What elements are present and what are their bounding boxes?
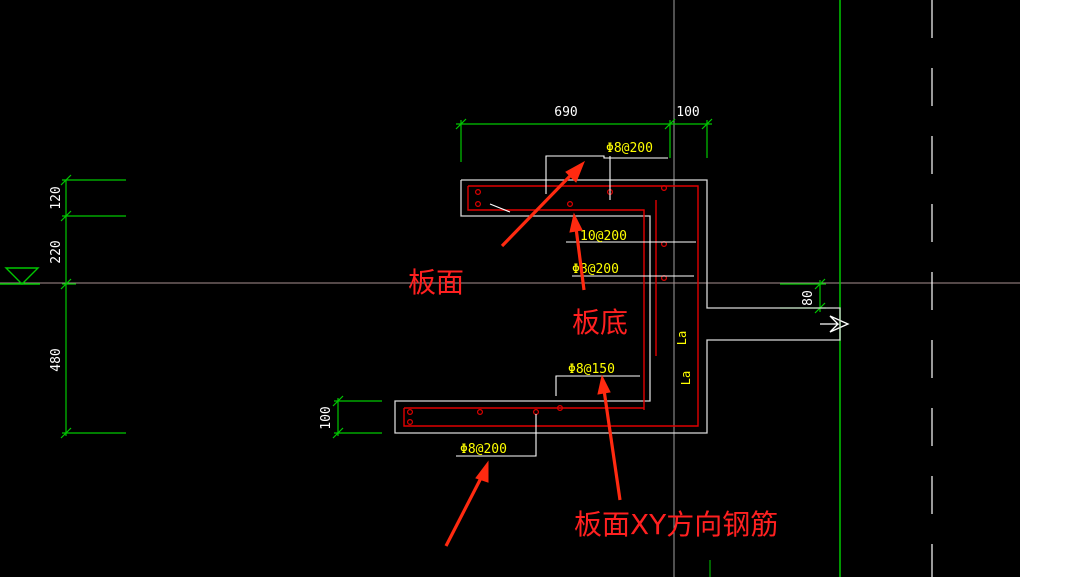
drawing-canvas — [0, 0, 1020, 577]
arrow-xy-rebar — [602, 389, 622, 501]
top-dimension-chain — [455, 118, 713, 162]
dim-right-gap: 80 — [801, 290, 816, 306]
annotation-arrows — [444, 160, 622, 547]
bottom-slab-dimension — [332, 395, 382, 439]
dim-left-mid: 220 — [49, 240, 64, 263]
arrow-slab-bottom — [574, 227, 586, 291]
dim-bottom-slab: 100 — [319, 406, 334, 429]
rebar-lines — [403, 185, 699, 427]
annotation-slab-top-xy: 板面XY方向钢筋 — [574, 508, 778, 541]
rebar-label-wall-vertical: Φ8@200 — [572, 262, 619, 277]
dim-top-left: 690 — [554, 105, 577, 120]
concrete-outline — [394, 179, 841, 434]
rebar-label-top-slab-top: Φ8@200 — [606, 141, 653, 156]
rebar-leaders — [456, 155, 696, 457]
rebar-label-bottom-slab-bottom: Φ8@200 — [460, 442, 507, 457]
arrow-slab-top — [500, 174, 572, 248]
arrow-bottom-rebar — [444, 475, 484, 547]
annotation-slab-bottom: 板底 — [572, 306, 628, 339]
dim-left-bottom: 480 — [49, 348, 64, 371]
left-dimension-chain — [60, 174, 126, 439]
anchor-label-2: La — [679, 371, 693, 385]
break-line-icon — [820, 315, 850, 333]
rebar-label-bottom-slab-top: Φ8@150 — [568, 362, 615, 377]
dim-top-right: 100 — [676, 105, 699, 120]
anchor-label-1: La — [675, 331, 689, 345]
rebar-label-top-slab-bottom: 10@200 — [580, 229, 627, 244]
annotation-slab-top: 板面 — [408, 266, 464, 299]
elevation-marker-icon — [0, 267, 40, 285]
dim-left-top: 120 — [49, 186, 64, 209]
